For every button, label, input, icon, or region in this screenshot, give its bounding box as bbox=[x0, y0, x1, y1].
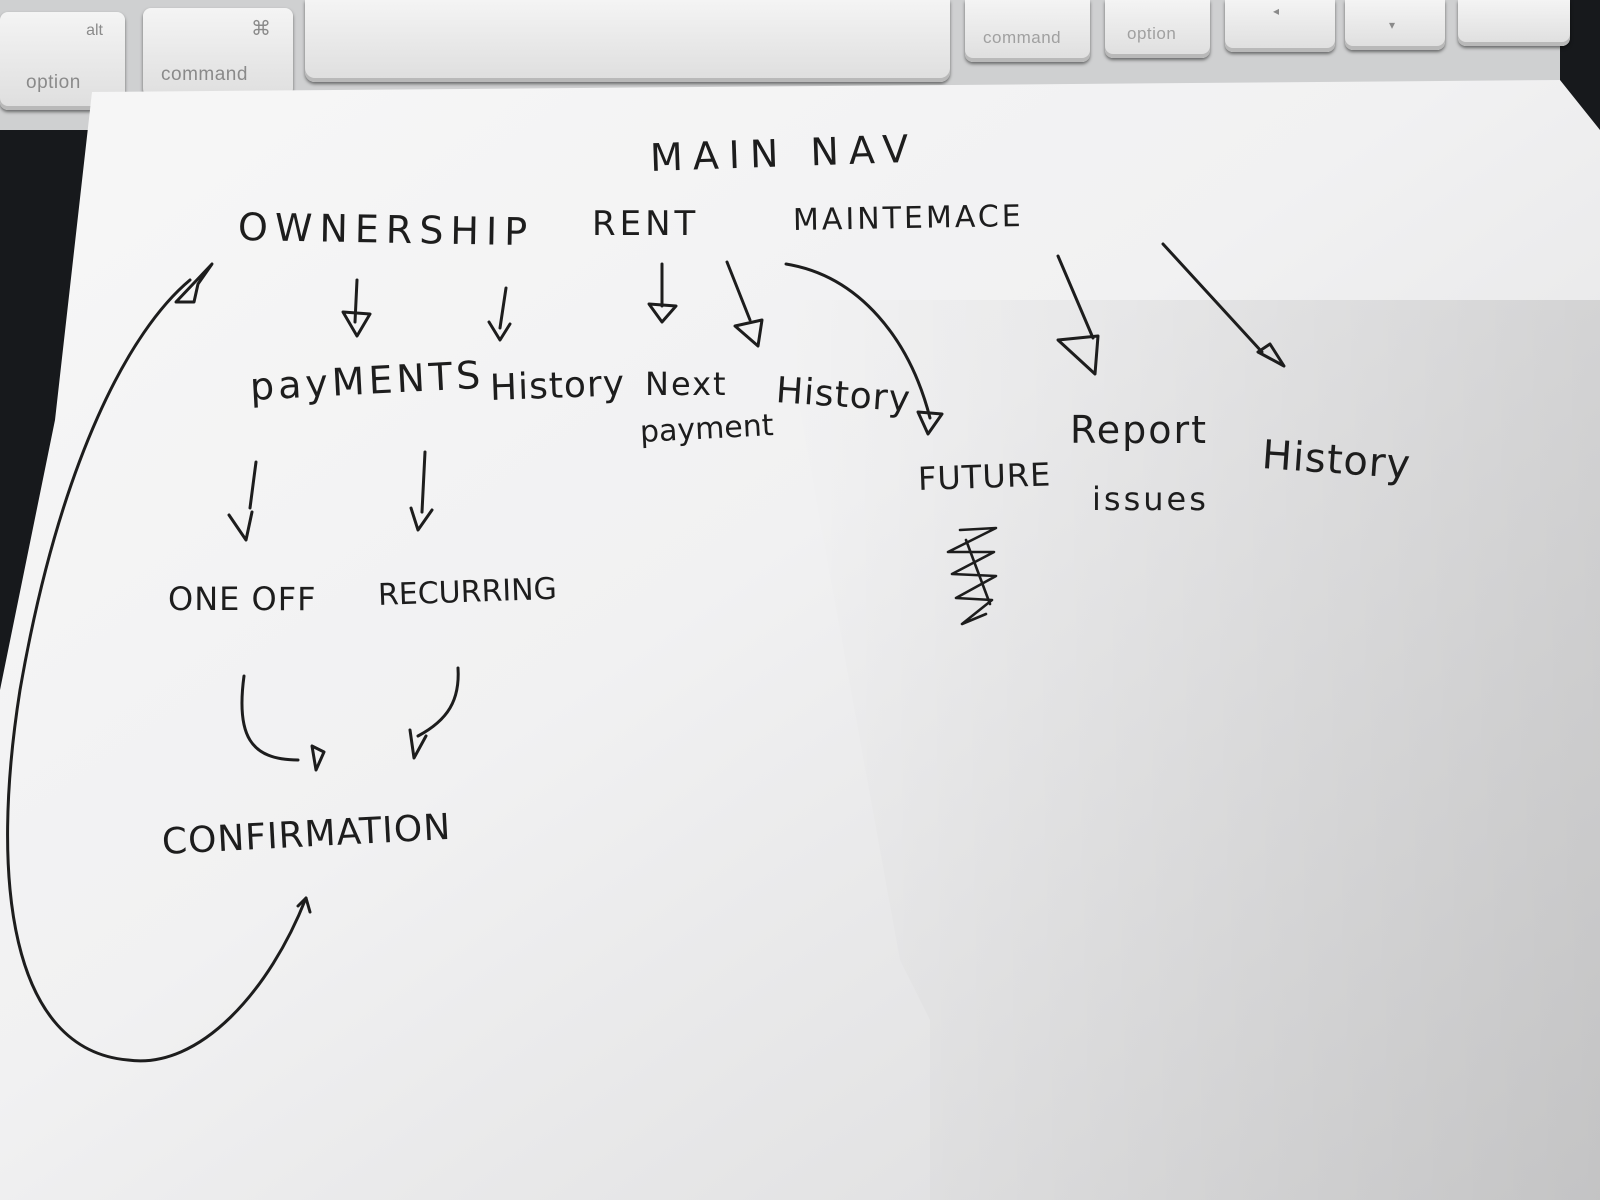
arrow-rent-to-history bbox=[725, 260, 764, 348]
arrow-maintenance-to-future bbox=[784, 262, 944, 436]
key-bottom-label: option bbox=[26, 72, 81, 93]
node-label-next-payment-line1: Next bbox=[645, 365, 728, 403]
key-bottom-label: command bbox=[983, 28, 1062, 47]
arrow-ownership-to-payments bbox=[341, 278, 372, 338]
arrow-maintenance-to-report-issues bbox=[1056, 254, 1100, 376]
keyboard-key-arrow-right bbox=[1458, 0, 1570, 46]
arrow-payments-to-one-off bbox=[227, 460, 258, 542]
node-label-recurring: RECURRING bbox=[377, 571, 558, 613]
node-label-report-issues-line2: issues bbox=[1092, 480, 1209, 518]
key-bottom-label: option bbox=[1127, 24, 1177, 43]
nav-label-ownership: OWNERSHIP bbox=[237, 205, 535, 255]
scribble-mark bbox=[946, 526, 998, 626]
arrow-recurring-to-confirmation bbox=[408, 666, 460, 760]
key-bottom-label: command bbox=[161, 64, 248, 85]
arrow-payments-to-recurring bbox=[409, 450, 434, 532]
nav-label-maintenance: MAINTEMACE bbox=[792, 198, 1025, 238]
key-arrow-glyph: ▾ bbox=[1389, 18, 1396, 32]
arrow-ownership-to-history bbox=[487, 286, 512, 342]
node-label-future: FUTURE bbox=[917, 455, 1052, 498]
arrow-one-off-to-confirmation bbox=[240, 674, 326, 772]
node-label-ownership-history: History bbox=[489, 363, 626, 409]
keyboard-key-command-right: command bbox=[965, 0, 1090, 62]
keyboard-key-option-right: option bbox=[1105, 0, 1210, 58]
key-top-label: ⌘ bbox=[251, 18, 271, 40]
node-label-one-off: ONE OFF bbox=[168, 580, 317, 618]
paper-shadow bbox=[780, 300, 1600, 1200]
keyboard-spacebar bbox=[305, 0, 950, 82]
key-arrow-glyph: ◂ bbox=[1273, 4, 1280, 18]
node-label-report-issues-line1: Report bbox=[1070, 408, 1208, 452]
nav-label-rent: RENT bbox=[592, 204, 700, 244]
key-top-label: alt bbox=[86, 22, 103, 39]
keyboard-key-arrow-left: ◂ bbox=[1225, 0, 1335, 52]
keyboard-key-arrow-up-down: ▾ bbox=[1345, 0, 1445, 50]
keyboard-key-command-left: ⌘ command bbox=[143, 8, 293, 100]
arrow-maintenance-to-history bbox=[1161, 242, 1286, 368]
node-label-next-payment-line2: payment bbox=[639, 408, 775, 450]
sketch-title-main-nav: MAIN NAV bbox=[649, 126, 920, 180]
arrow-confirmation-loop-to-ownership bbox=[6, 262, 312, 1063]
arrow-rent-to-next-payment bbox=[647, 262, 678, 324]
